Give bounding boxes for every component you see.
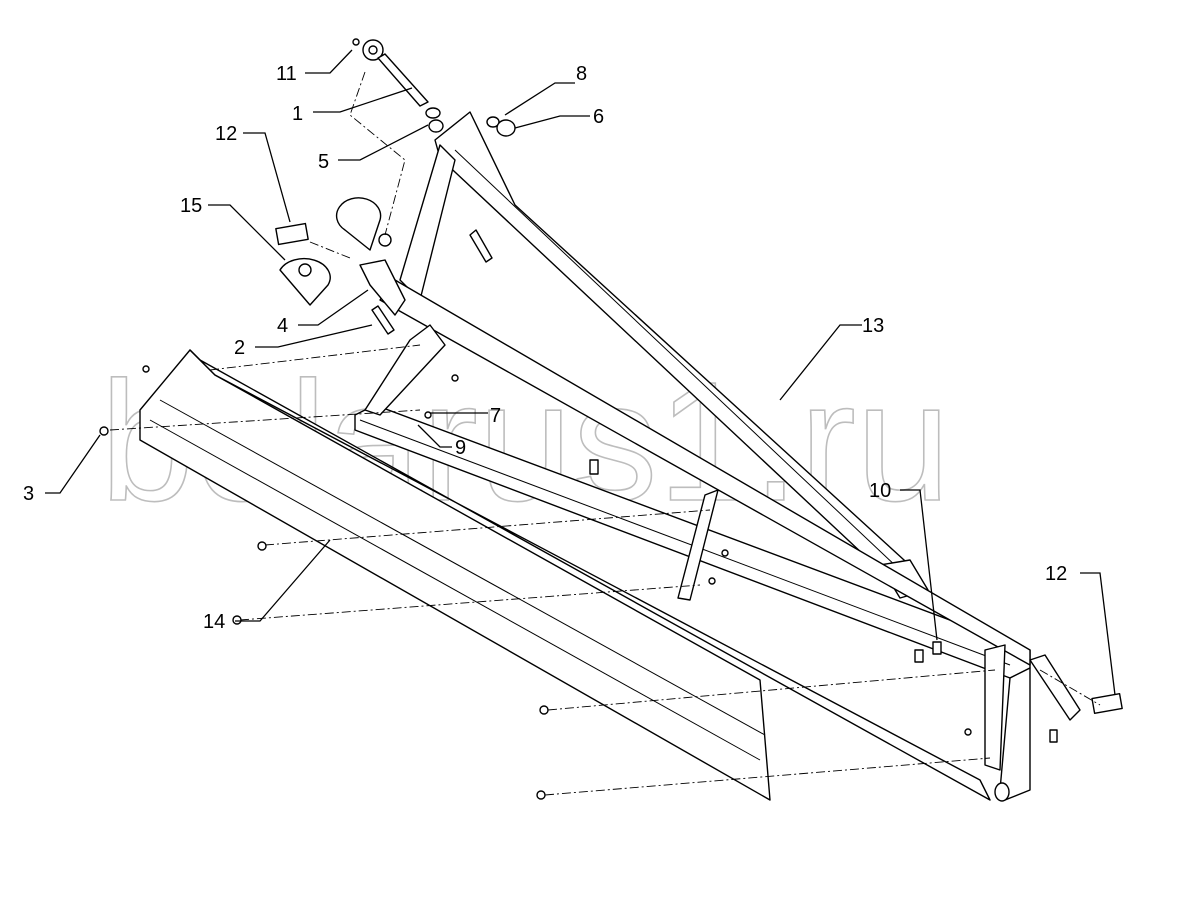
leader-lines — [45, 49, 1116, 696]
bolts — [371, 229, 1058, 743]
callout-8: 8 — [576, 63, 587, 85]
side-panel — [139, 349, 991, 801]
callout-11: 11 — [276, 63, 297, 85]
alignment-lines — [109, 71, 1101, 796]
callout-6: 6 — [593, 106, 604, 128]
callout-1: 1 — [292, 103, 303, 125]
adjusting-screw — [352, 38, 516, 137]
callout-4: 4 — [277, 315, 288, 337]
callout-15: 15 — [180, 195, 202, 217]
callout-9: 9 — [455, 437, 466, 459]
callout-12: 12 — [215, 123, 237, 145]
screws — [99, 365, 972, 800]
callout-12-rear: 12 — [1045, 563, 1067, 585]
rear-post — [984, 644, 1006, 771]
diagonal-brace — [379, 111, 1031, 666]
clamp-plates — [275, 197, 1123, 715]
mid-post — [677, 489, 719, 601]
callout-14: 14 — [203, 611, 225, 633]
front-post — [364, 324, 446, 416]
callout-5: 5 — [318, 151, 329, 173]
callout-2: 2 — [234, 337, 245, 359]
callout-10: 10 — [869, 480, 891, 502]
callout-3: 3 — [23, 483, 34, 505]
callout-7: 7 — [490, 405, 501, 427]
rear-bracket — [1029, 654, 1081, 721]
callout-13: 13 — [862, 315, 884, 337]
